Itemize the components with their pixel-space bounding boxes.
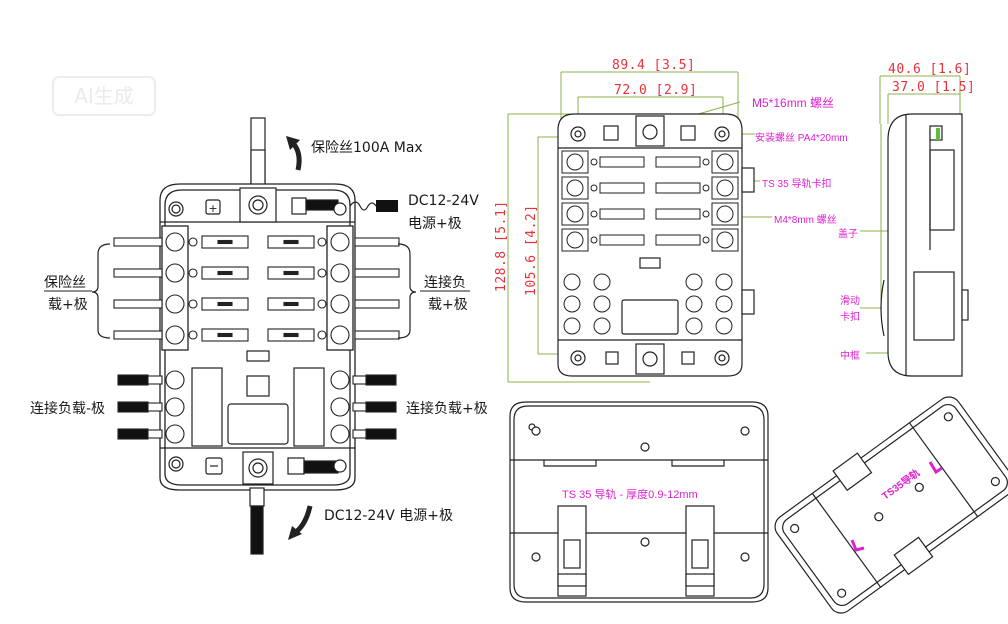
right-bracket [397, 243, 417, 339]
dim-fuse-row [561, 202, 739, 226]
dim-negative-terminal [563, 317, 581, 335]
terminal-screw [330, 325, 350, 345]
dim-negative-terminal [715, 317, 733, 335]
positive-wire-right [354, 299, 400, 309]
terminal-screw [165, 325, 185, 345]
callout-slide-1: 滑动 [840, 296, 860, 307]
right-bracket-line2: 载+极 [428, 297, 468, 313]
terminal-screw [165, 370, 185, 390]
positive-symbol-icon [205, 199, 221, 215]
dim-negative-terminal [593, 273, 611, 291]
positive-wire-right [354, 268, 400, 278]
left-bracket-line2: 载+极 [48, 297, 88, 313]
fuse-rating-label: 保险丝100A Max [311, 140, 423, 156]
terminal-screw [330, 424, 350, 444]
dim-negative-terminal [593, 317, 611, 335]
positive-wire-left [113, 237, 163, 247]
depth-inner-dim: 37.0 [1.5] [892, 80, 976, 95]
callout-ts35-clip: TS 35 导轨卡扣 [762, 179, 832, 190]
dim-fuse-row [561, 228, 739, 252]
side-profile [880, 113, 969, 377]
positive-wire-left [113, 330, 163, 340]
left-bracket-line1: 保险丝 [44, 275, 86, 291]
width-outer-dim: 89.4 [3.5] [612, 58, 696, 73]
ai-generated-watermark: AI生成 [52, 76, 156, 116]
callout-cover: 盖子 [838, 229, 858, 240]
callout-mount-screw: 安装螺丝 PA4*20mm [755, 133, 848, 144]
terminal-screw [165, 424, 185, 444]
dc-input-bottom-label: DC12-24V 电源+极 [324, 508, 453, 524]
dim-fuse-row [561, 176, 739, 200]
bottom-output-cable [250, 505, 264, 555]
fuse-row [113, 263, 400, 283]
dim-negative-terminal [715, 273, 733, 291]
rail-thickness-note: TS 35 导轨 - 厚度0.9-12mm [562, 489, 698, 501]
callout-m5-screw: M5*16mm 螺丝 [752, 96, 835, 110]
dim-negative-terminal [685, 317, 703, 335]
positive-wire-right [354, 330, 400, 340]
dim-negative-terminal [593, 295, 611, 313]
negative-row [117, 424, 397, 444]
terminal-screw [165, 397, 185, 417]
dc-input-top-line2: 电源+极 [408, 216, 462, 232]
negative-row [117, 397, 397, 417]
center-label-slot [246, 350, 270, 362]
positive-wire-left [113, 268, 163, 278]
left-bracket [91, 243, 111, 339]
terminal-screw [165, 232, 185, 252]
fuse-row [113, 325, 400, 345]
callout-middle-frame: 中框 [840, 351, 860, 362]
callout-m4-screw: M4*8mm 螺丝 [774, 215, 837, 226]
center-label-window [227, 403, 289, 445]
terminal-screw [165, 294, 185, 314]
positive-wire-right [354, 237, 400, 247]
terminal-screw [330, 232, 350, 252]
svg-text:+: + [208, 202, 217, 215]
dim-negative-terminal [563, 273, 581, 291]
dim-negative-terminal [685, 295, 703, 313]
terminal-screw [330, 397, 350, 417]
width-inner-dim: 72.0 [2.9] [614, 83, 698, 98]
terminal-screw [330, 263, 350, 283]
arrow-head-icon [286, 136, 300, 150]
right-bracket-line1: 连接负 [424, 275, 466, 291]
wire-squiggle [349, 201, 377, 211]
dim-negative-terminal [563, 295, 581, 313]
terminal-screw [330, 370, 350, 390]
dc-input-top-line1: DC12-24V [408, 193, 479, 209]
left-negative-label: 连接负载-极 [30, 401, 106, 417]
depth-outer-dim: 40.6 [1.6] [888, 62, 972, 77]
right-negative-label: 连接负载+极 [406, 401, 488, 417]
dim-negative-terminal [715, 295, 733, 313]
callout-slide-2: 卡扣 [840, 312, 860, 323]
terminal-screw [165, 263, 185, 283]
dim-fuse-row [561, 150, 739, 174]
terminal-screw [330, 294, 350, 314]
fuse-row [113, 294, 400, 314]
fuse-row [113, 232, 400, 252]
dim-negative-terminal [685, 273, 703, 291]
positive-wire-left [113, 299, 163, 309]
negative-row [117, 370, 397, 390]
